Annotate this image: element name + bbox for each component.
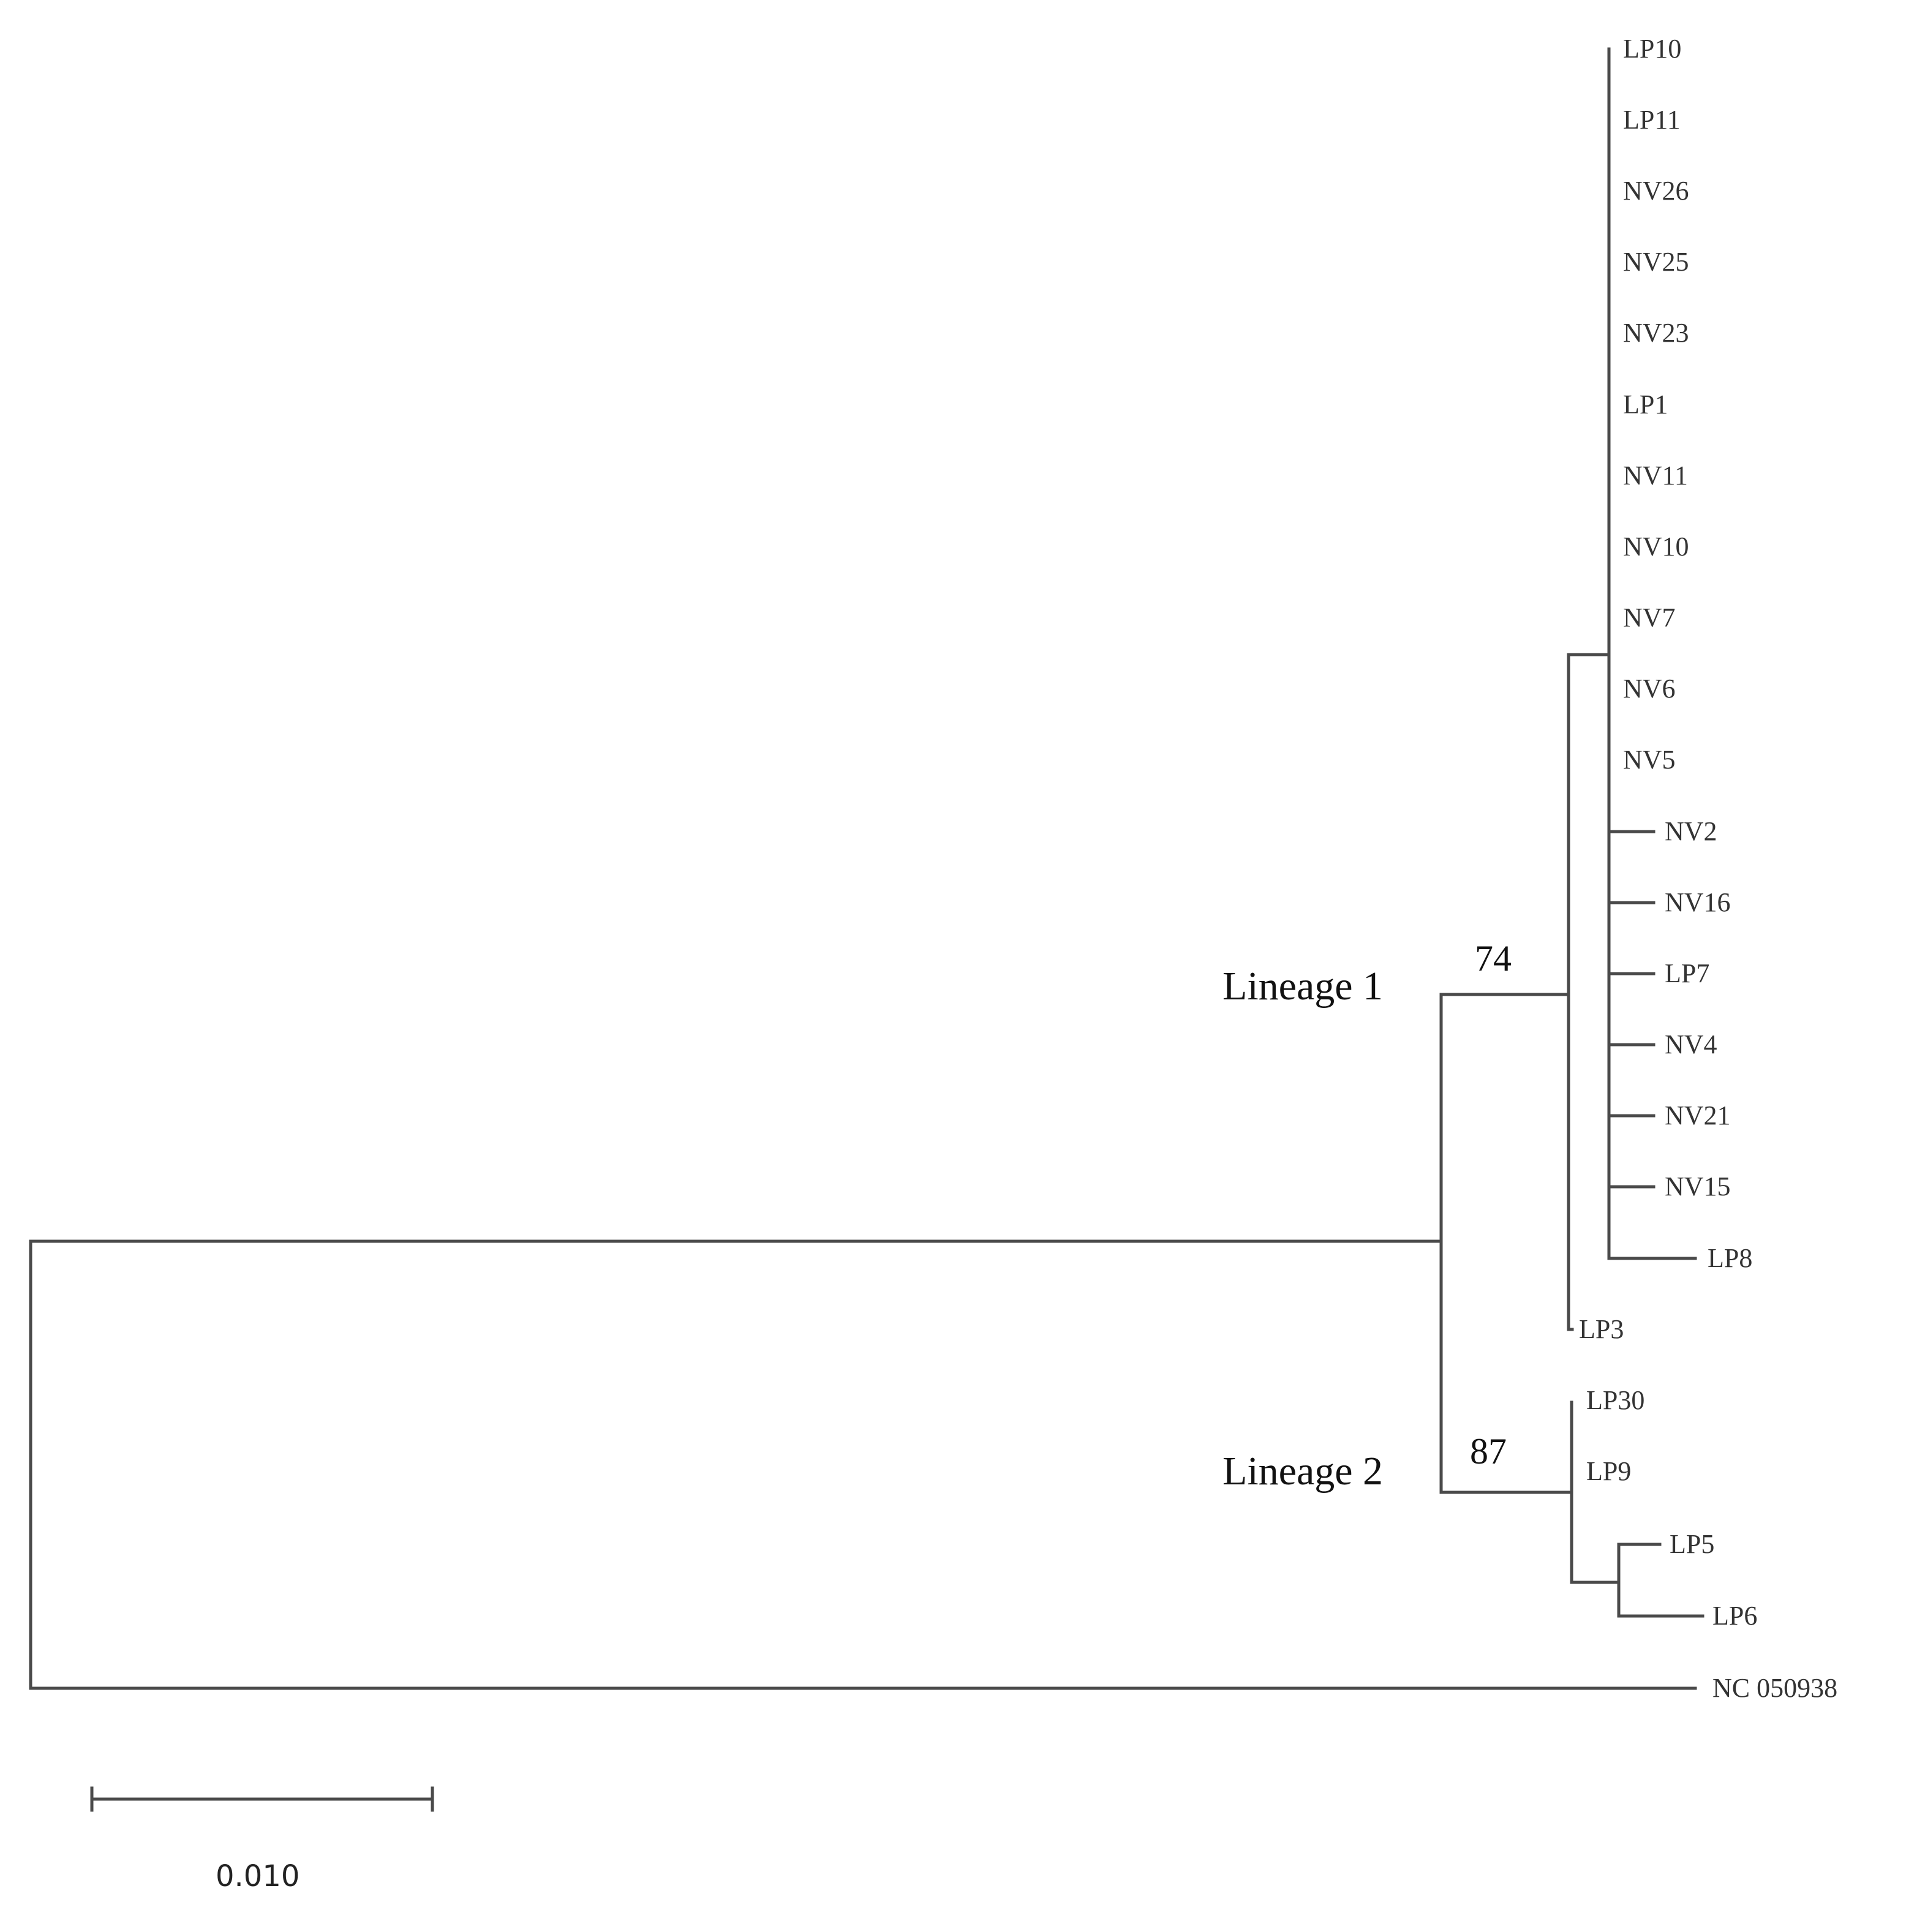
scale-bar-label: 0.010 [216,1859,299,1893]
taxon-label: NV23 [1623,318,1689,348]
taxon-label: NC 050938 [1712,1673,1837,1703]
taxon-label: LP11 [1623,105,1681,135]
taxon-label: LP6 [1712,1601,1757,1631]
lineage-1-label: Lineage 1 [1222,964,1383,1009]
taxon-label: NV25 [1623,247,1689,277]
taxon-label: NV7 [1623,603,1676,633]
taxon-label: NV11 [1623,460,1688,491]
taxon-label: NV16 [1665,887,1731,917]
taxon-label: LP10 [1623,34,1681,64]
tree-branches [29,47,1704,1812]
taxon-label: LP7 [1665,958,1709,988]
taxon-label: LP9 [1586,1456,1631,1486]
taxon-label: NV5 [1623,745,1676,775]
bootstrap-value: 87 [1470,1431,1507,1472]
taxon-label: NV15 [1665,1171,1731,1201]
taxon-label: NV21 [1665,1100,1731,1130]
taxon-label: NV10 [1623,532,1689,562]
bootstrap-value: 74 [1475,938,1512,979]
taxon-label: LP8 [1708,1243,1752,1273]
taxon-label: NV2 [1665,816,1717,846]
taxon-label: LP1 [1623,389,1668,419]
taxon-labels: LP10 LP11 NV26 NV25 NV23 LP1 NV11 NV10 N… [1579,34,1837,1703]
lineage-2-label: Lineage 2 [1222,1449,1383,1494]
taxon-label: NV6 [1623,674,1676,704]
taxon-label: NV4 [1665,1029,1717,1059]
taxon-label: NV26 [1623,176,1689,206]
taxon-label: LP3 [1579,1314,1624,1344]
taxon-label: LP5 [1670,1529,1714,1559]
taxon-label: LP30 [1586,1385,1644,1415]
